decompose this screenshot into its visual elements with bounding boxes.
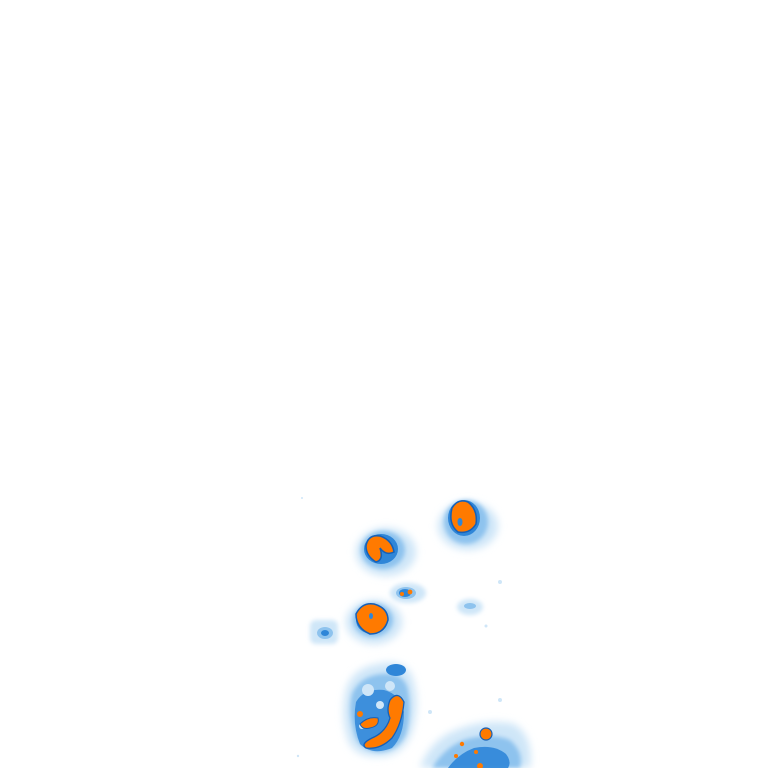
echo-cell-upper-left xyxy=(356,528,416,576)
echo-cell-middle-left xyxy=(346,600,402,644)
echo-cell-large-lower xyxy=(343,662,417,757)
echo-cell-far-left xyxy=(310,620,338,644)
echo-cell-small-center xyxy=(390,583,426,603)
echo-cell-bottom-right xyxy=(420,722,531,768)
faint-echo-specks xyxy=(296,497,502,758)
echo-cell-top-right xyxy=(438,500,498,550)
echo-cell-right-faint xyxy=(457,580,502,628)
